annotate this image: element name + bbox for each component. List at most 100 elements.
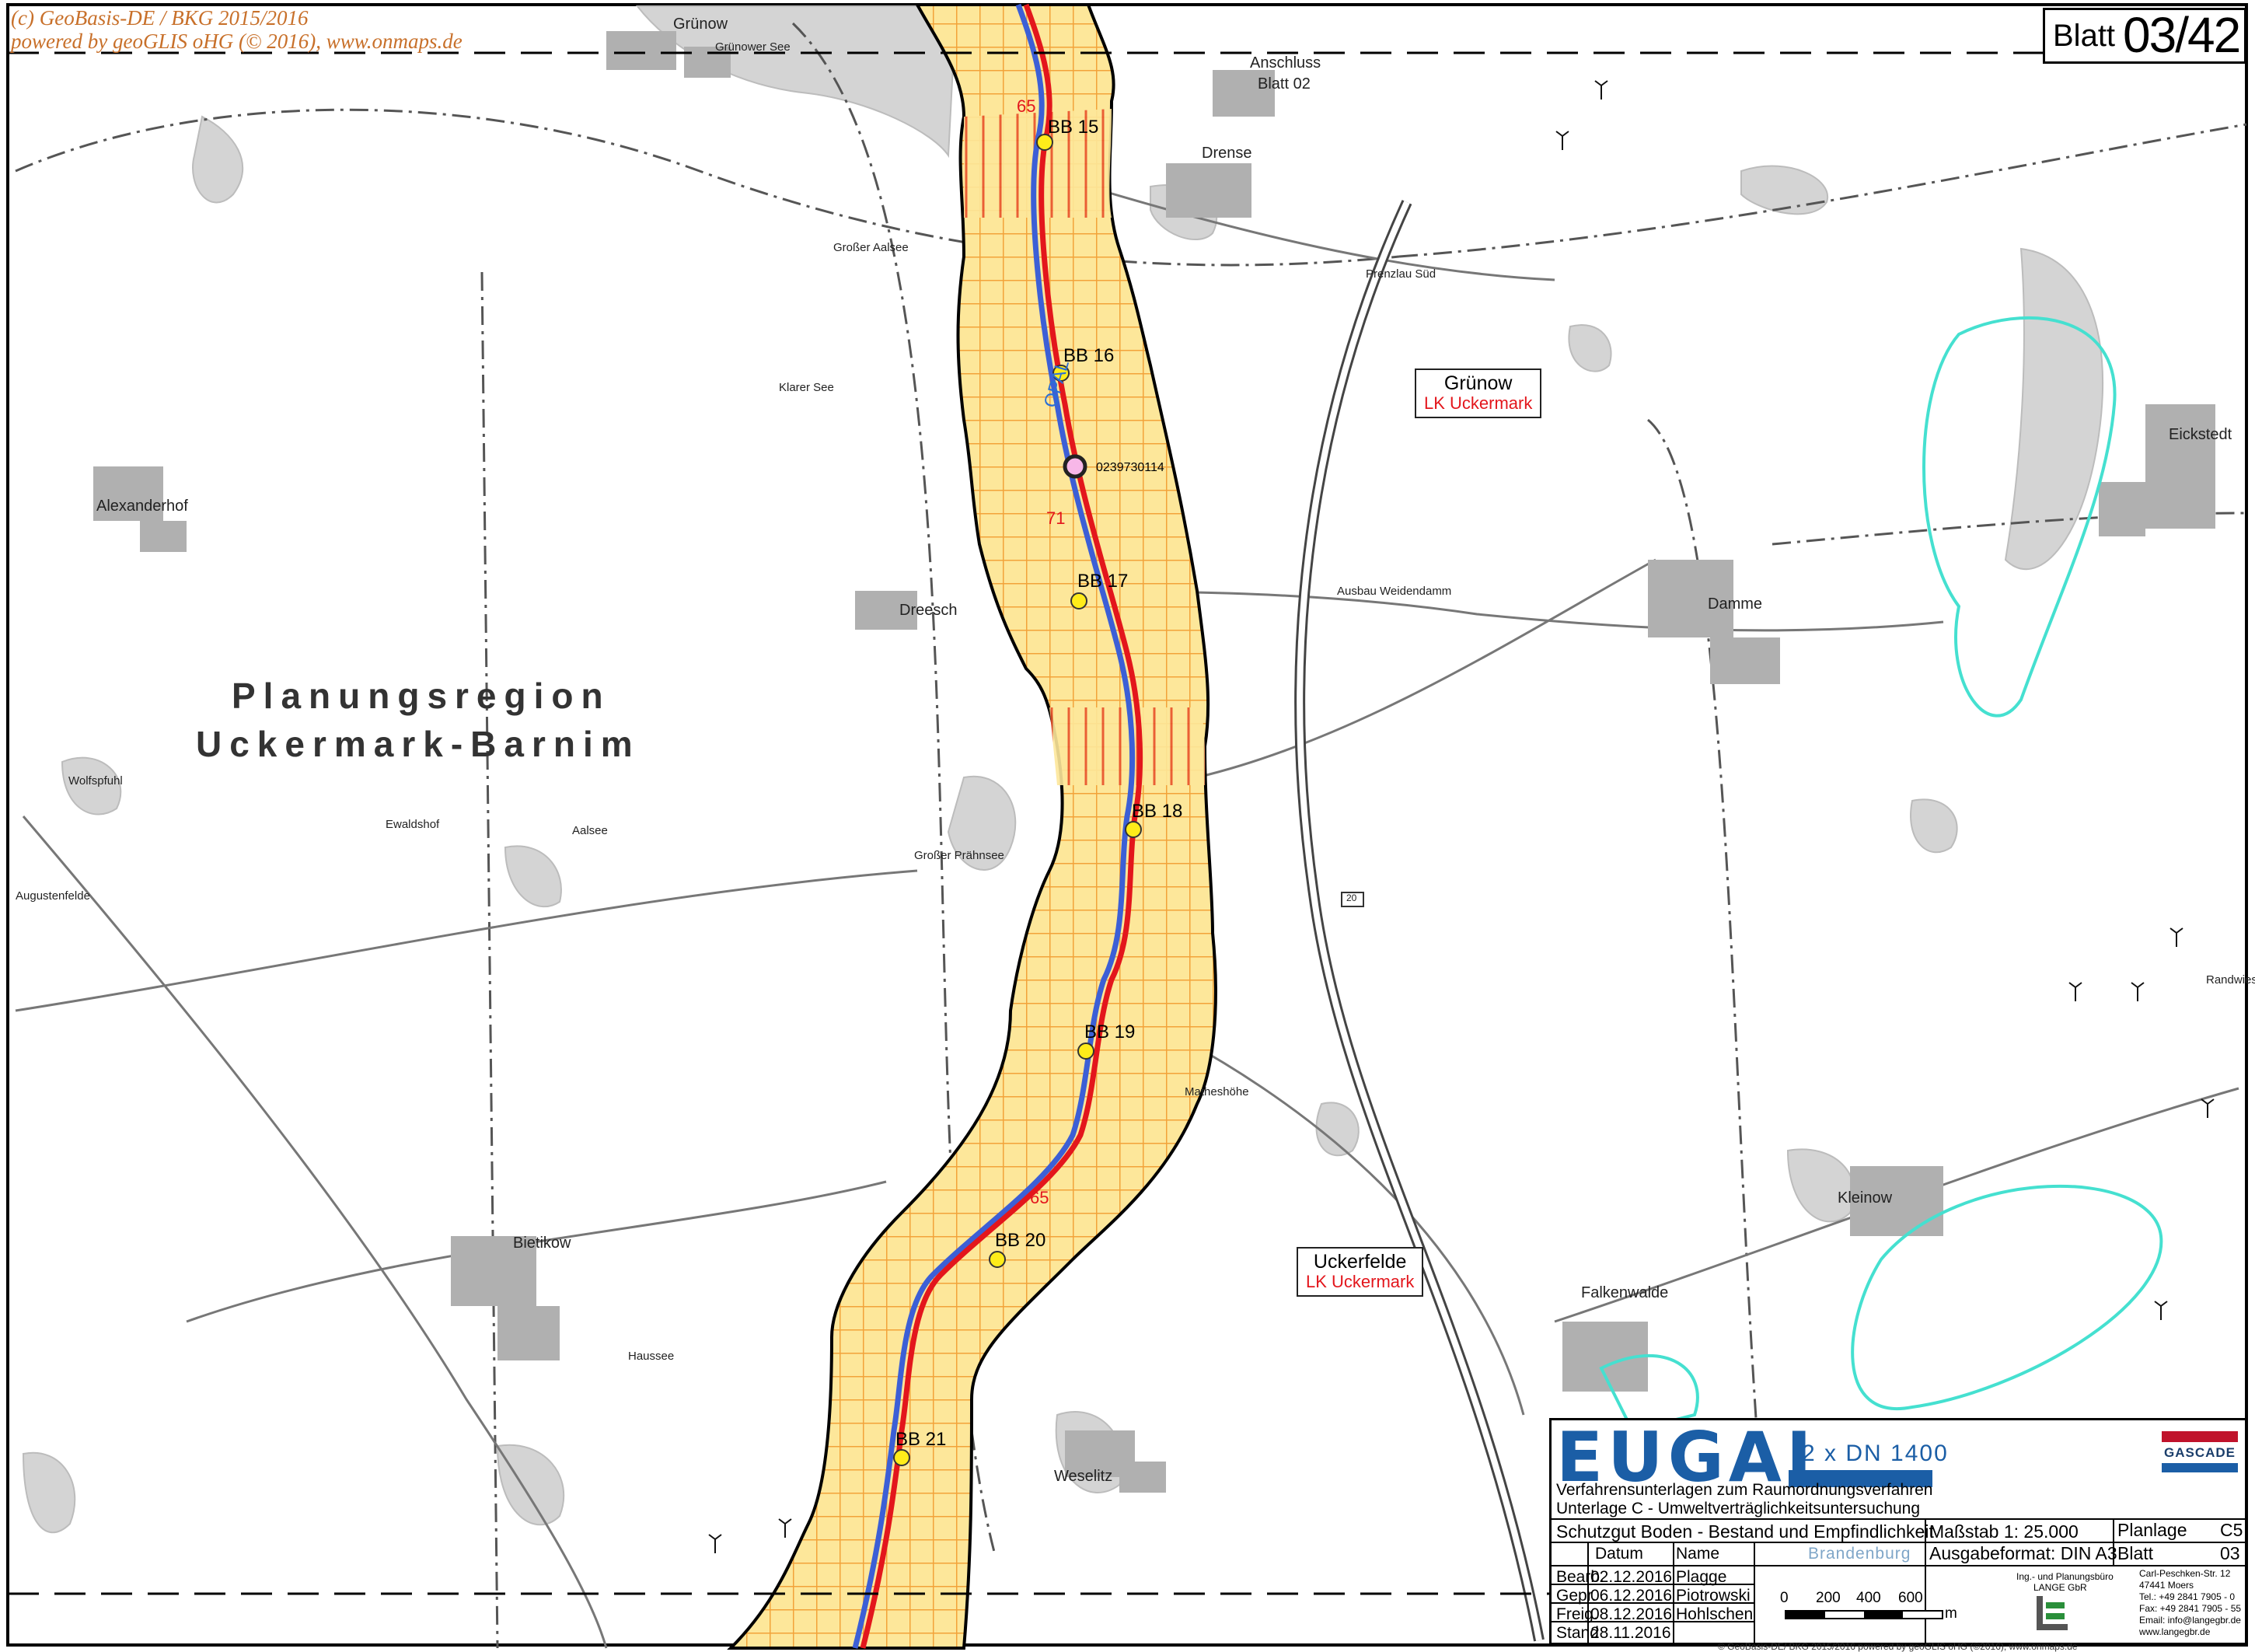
title-blatt-label: Blatt (2117, 1543, 2154, 1563)
marker-bb21: BB 21 (895, 1429, 947, 1450)
address-line-6: www.langegbr.de (2139, 1626, 2211, 1637)
eugal-logo-bar (1789, 1470, 1932, 1487)
title-scale: Maßstab 1: 25.000 (1929, 1521, 2079, 1542)
opal-pipeline (852, 3, 1136, 1649)
place-ausbau-weidendamm: Ausbau Weidendamm (1337, 585, 1452, 598)
address-line-5: Email: info@langegbr.de (2139, 1615, 2241, 1626)
municipality-grunow-name: Grünow (1443, 372, 1513, 394)
sheet-boundaries (8, 51, 2043, 1595)
row-date-bearb: 02.12.2016 (1590, 1568, 1673, 1586)
planning-region-line-1: Planungsregion (232, 676, 611, 716)
row-name-gepr: Piotrowski (1676, 1587, 1751, 1605)
title-planlage-label: Planlage (2117, 1520, 2187, 1540)
place-anschluss: Anschluss (1250, 54, 1321, 72)
sheet-number-box: Blatt 03/42 (2043, 8, 2246, 64)
municipality-uckerfelde-name: Uckerfelde (1313, 1251, 1407, 1273)
place-matheshoehe: Matheshöhe (1185, 1085, 1249, 1098)
protected-areas (1599, 316, 2163, 1433)
borehole-point (1063, 454, 1087, 479)
copyright-line-1: (c) GeoBasis-DE / BKG 2015/2016 (11, 6, 309, 30)
title-format: Ausgabeformat: DIN A3 (1929, 1543, 2117, 1563)
place-wolfspfuhl: Wolfspfuhl (68, 774, 123, 788)
municipality-grunow: Grünow LK Uckermark (1415, 368, 1542, 418)
marker-bb18: BB 18 (1132, 801, 1183, 822)
title-block: EUGAL 2 x DN 1400 GASCADE Verfahrensunte… (1549, 1418, 2247, 1645)
scale-tick-0: 0 (1780, 1590, 1789, 1606)
place-eickstedt: Eickstedt (2169, 426, 2232, 443)
copyright-notice: (c) GeoBasis-DE / BKG 2015/2016 powered … (11, 6, 463, 53)
col-name: Name (1676, 1545, 1720, 1563)
marker-bb16: BB 16 (1063, 345, 1115, 366)
row-name-freig: Hohlschen (1676, 1605, 1754, 1623)
address-line-2: 47441 Moers (2139, 1580, 2194, 1591)
place-anschluss-blatt: Blatt 02 (1258, 75, 1311, 93)
scale-tick-600: 600 (1898, 1590, 1923, 1606)
scale-tick-400: 400 (1856, 1590, 1881, 1606)
place-dreesch: Dreesch (899, 602, 958, 619)
office-line-2: LANGE GbR (2033, 1582, 2087, 1593)
bb-points (893, 134, 1142, 1466)
km-marker-65-north: 65 (1017, 96, 1036, 116)
place-alexanderhof: Alexanderhof (96, 498, 188, 515)
corridor-hatch-mid (1049, 707, 1206, 785)
place-aalsee: Aalsee (572, 824, 608, 837)
map-frame (6, 3, 2248, 1647)
place-grunower-see: Grünower See (715, 40, 791, 54)
place-grosser-aalsee: Großer Aalsee (833, 241, 909, 254)
title-subject: Schutzgut Boden - Bestand und Empfindlic… (1556, 1521, 1934, 1542)
title-blatt-value: 03 (2220, 1543, 2240, 1563)
office-address: Carl-Peschken-Str. 12 47441 Moers Tel.: … (2139, 1568, 2241, 1638)
title-line-2: Unterlage C - Umweltverträglichkeitsunte… (1556, 1500, 1921, 1518)
address-line-4: Fax: +49 2841 7905 - 55 (2139, 1603, 2242, 1614)
lange-logo (2037, 1596, 2071, 1630)
marker-bb19: BB 19 (1084, 1022, 1136, 1043)
office-line-1: Ing.- und Planungsbüro (2016, 1571, 2114, 1582)
place-augustenfelde: Augustenfelde (16, 889, 90, 903)
road-a20-label: 20 (1346, 892, 1357, 903)
sheet-number: 03/42 (2123, 7, 2241, 63)
col-datum: Datum (1595, 1545, 1643, 1563)
state-name: Brandenburg (1808, 1545, 1911, 1563)
borehole-label: 0239730114 (1096, 461, 1164, 474)
row-name-bearb: Plagge (1676, 1568, 1727, 1586)
km-marker-71: 71 (1046, 508, 1066, 528)
place-falkenwalde: Falkenwalde (1581, 1284, 1669, 1301)
scale-bar (1785, 1610, 1943, 1619)
a20-shield (1341, 892, 1364, 907)
eugal-pipeline (860, 3, 1143, 1649)
footer-copyright: © GeoBasis-DE/ BKG 2015/2016 powered by … (1718, 1641, 2078, 1652)
place-bietikow: Bietikow (513, 1235, 571, 1252)
wind-turbine-icons (708, 80, 2215, 1553)
gascade-logo: GASCADE (2162, 1431, 2238, 1478)
scale-tick-200: 200 (1816, 1590, 1841, 1606)
place-grosser-praehnsee: Großer Prähnsee (914, 849, 1004, 862)
eugal-logo: EUGAL (1556, 1417, 1834, 1497)
address-line-1: Carl-Peschken-Str. 12 (2139, 1568, 2231, 1579)
km-marker-65-south: 65 (1030, 1188, 1049, 1207)
marker-bb15: BB 15 (1048, 117, 1099, 138)
row-date-stand: 28.11.2016 (1590, 1624, 1671, 1642)
place-kleinow: Kleinow (1838, 1189, 1893, 1207)
place-damme: Damme (1708, 595, 1763, 613)
municipality-uckerfelde-district: LK Uckermark (1306, 1272, 1415, 1291)
scale-unit: m (1945, 1605, 1957, 1622)
sheet-label: Blatt (2053, 19, 2116, 53)
place-weselitz: Weselitz (1054, 1468, 1113, 1485)
municipality-grunow-district: LK Uckermark (1424, 393, 1533, 413)
copyright-line-2: powered by geoGLIS oHG (© 2016), www.onm… (11, 30, 463, 53)
corridor-hatch-north (964, 109, 1112, 218)
place-randwiese: Randwiese (2206, 973, 2255, 987)
marker-bb20: BB 20 (995, 1230, 1046, 1251)
municipality-uckerfelde: Uckerfelde LK Uckermark (1297, 1247, 1424, 1297)
title-planlage-value: C5 (2220, 1520, 2243, 1540)
address-line-3: Tel.: +49 2841 7905 - 0 (2139, 1591, 2236, 1602)
settlements (93, 31, 2215, 1493)
row-label-bearb: Bearb. (1556, 1568, 1604, 1586)
marker-bb17: BB 17 (1077, 571, 1129, 592)
place-haussee: Haussee (628, 1350, 675, 1363)
title-line-1: Verfahrensunterlagen zum Raumordnungsver… (1556, 1481, 1933, 1499)
planning-region-line-2: Uckermark-Barnim (196, 724, 641, 764)
row-date-freig: 08.12.2016 (1590, 1605, 1673, 1623)
place-grunow-top: Grünow (673, 16, 728, 33)
